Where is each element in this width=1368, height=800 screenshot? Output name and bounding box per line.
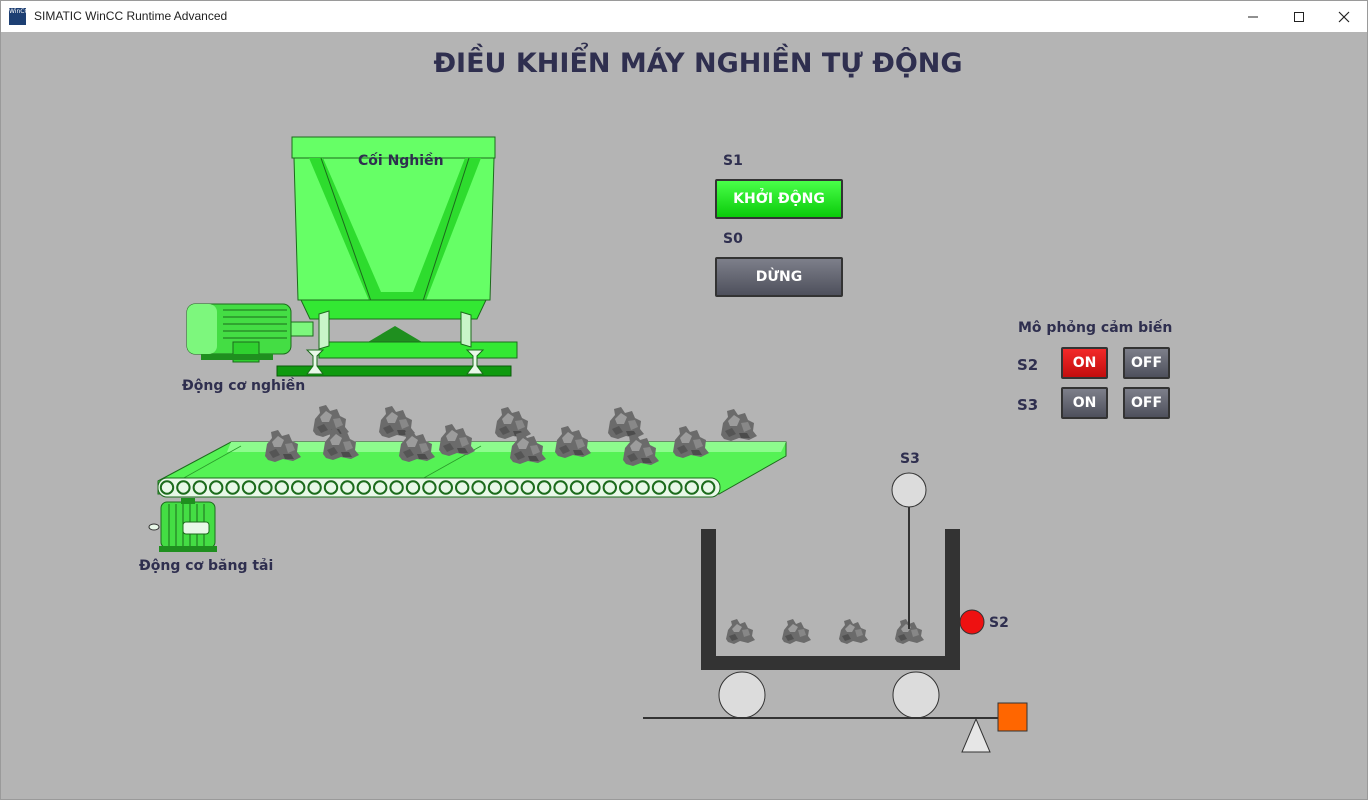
conveyor-roller (241, 480, 257, 495)
conveyor-roller (504, 480, 519, 495)
conveyor-roller (619, 480, 634, 495)
minimize-icon (1248, 16, 1258, 17)
conveyor-roller (274, 480, 289, 495)
conveyor-roller (209, 480, 224, 495)
s3-sensor (891, 472, 927, 629)
conveyor-roller (668, 480, 683, 495)
conveyor-roller (373, 480, 388, 495)
conveyor-roller (651, 480, 667, 495)
alarm-lamp (997, 702, 1028, 732)
conveyor-roller (159, 480, 175, 495)
s2-indicator-lamp (959, 609, 985, 635)
conveyor-roller (586, 480, 601, 495)
s1-label: S1 (723, 153, 743, 169)
s2-sim-label: S2 (1017, 356, 1039, 374)
s3-sensor-tag: S3 (900, 451, 920, 467)
conveyor-roller (291, 480, 306, 495)
conveyor-roller (438, 480, 453, 495)
conveyor-roller (602, 480, 617, 495)
conveyor-roller (635, 480, 650, 495)
s2-off-button[interactable]: OFF (1123, 347, 1170, 379)
conveyor-roller (340, 480, 355, 495)
process-graphics (148, 136, 1028, 753)
wincc-app-icon: WinCC (9, 8, 29, 25)
maximize-icon (1294, 11, 1304, 22)
conveyor-rollers (159, 480, 716, 495)
s2-sensor-tag: S2 (989, 615, 1009, 631)
conveyor-roller (520, 480, 535, 495)
crusher-hopper (276, 136, 518, 377)
conveyor-roller (537, 480, 552, 495)
conveyor-roller (701, 480, 716, 495)
crusher-motor-label: Động cơ nghiền (182, 378, 306, 394)
conveyor-roller (471, 480, 486, 495)
conveyor-roller (569, 480, 585, 495)
conveyor-roller (323, 480, 339, 495)
s0-label: S0 (723, 231, 743, 247)
conveyor-roller (455, 480, 470, 495)
conveyor-roller (422, 480, 437, 495)
conveyor-roller (389, 480, 404, 495)
conveyor-roller (684, 480, 699, 495)
window-title: SIMATIC WinCC Runtime Advanced (34, 9, 228, 23)
maximize-button[interactable] (1276, 1, 1322, 32)
cart (643, 529, 1028, 753)
conveyor-roller (258, 480, 273, 495)
conveyor-roller (192, 480, 208, 495)
conveyor-motor (148, 498, 217, 552)
s3-sim-label: S3 (1017, 396, 1039, 414)
stop-button[interactable]: DỪNG (715, 257, 843, 297)
title-bar[interactable]: WinCC SIMATIC WinCC Runtime Advanced (1, 1, 1367, 32)
sensor-sim-title: Mô phỏng cảm biến (1018, 320, 1173, 336)
crusher-label: Cối Nghiền (358, 153, 444, 169)
crusher-motor (186, 303, 314, 363)
start-button[interactable]: KHỞI ĐỘNG (715, 179, 843, 219)
page-title: ĐIỀU KHIỂN MÁY NGHIỀN TỰ ĐỘNG (433, 48, 963, 79)
close-icon (1338, 11, 1350, 22)
conveyor-motor-label: Động cơ băng tải (139, 558, 274, 574)
hmi-screen: ĐIỀU KHIỂN MÁY NGHIỀN TỰ ĐỘNG Cối Nghiền… (1, 32, 1367, 799)
s3-off-button[interactable]: OFF (1123, 387, 1170, 419)
close-button[interactable] (1321, 1, 1367, 32)
s3-on-button[interactable]: ON (1061, 387, 1108, 419)
conveyor-roller (553, 480, 568, 495)
conveyor-roller (405, 480, 421, 495)
conveyor-rocks (265, 405, 757, 466)
conveyor-roller (487, 480, 503, 495)
conveyor-roller (176, 480, 191, 495)
conveyor-roller (307, 480, 322, 495)
s2-on-button[interactable]: ON (1061, 347, 1108, 379)
conveyor-roller (356, 480, 371, 495)
conveyor-roller (225, 480, 240, 495)
minimize-button[interactable] (1230, 1, 1276, 32)
